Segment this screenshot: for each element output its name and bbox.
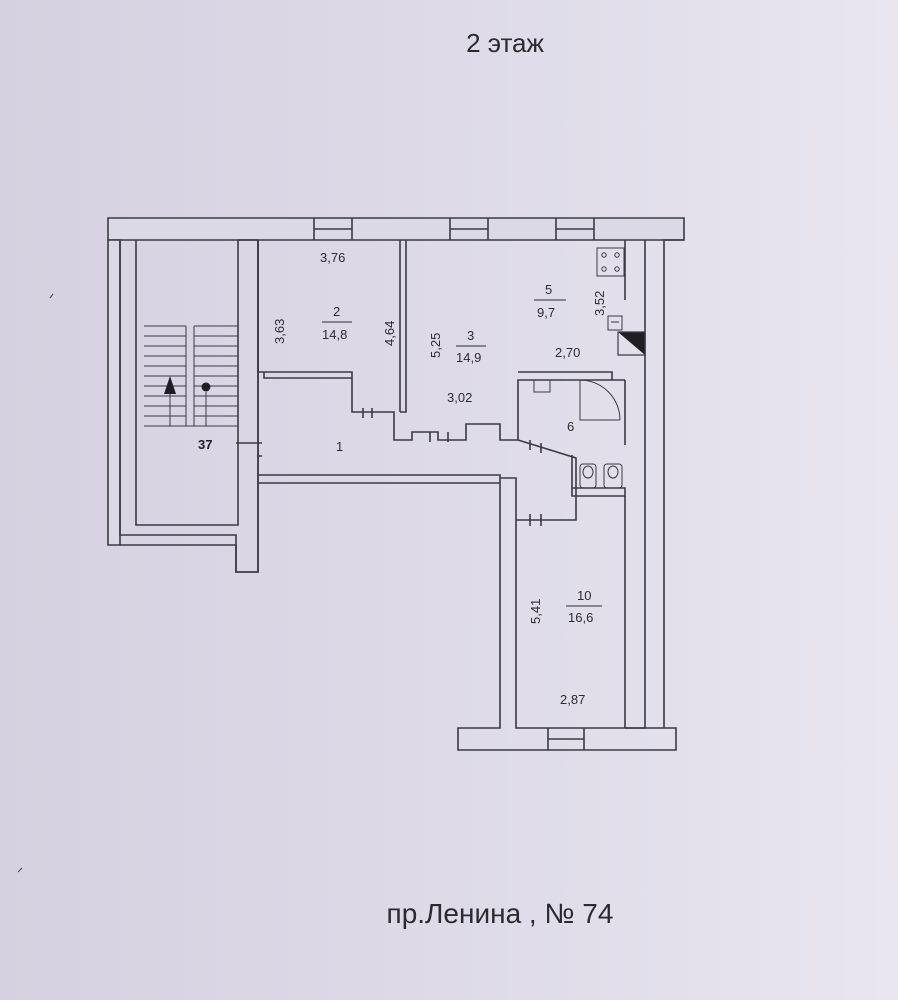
outer-wall-top: [107, 217, 685, 241]
dim-room2-left: 3,63: [272, 319, 287, 344]
room5-area: 9,7: [537, 305, 555, 320]
vent-shaft-icon: [618, 332, 645, 355]
stair-number: 37: [198, 437, 212, 452]
dim-room3-bottom: 3,02: [447, 390, 472, 405]
stove-icon: [596, 247, 625, 277]
room6-number: 6: [567, 419, 574, 434]
room2-area: 14,8: [322, 327, 347, 342]
windows: [313, 218, 595, 750]
outer-wall-left: [107, 239, 121, 546]
partition-r6-wc: [516, 439, 577, 521]
room5-number: 5: [545, 282, 552, 297]
dim-room10-bottom: 2,87: [560, 692, 585, 707]
dim-room2-right: 4,64: [382, 321, 397, 346]
sink-icon: [607, 315, 623, 331]
dim-room5-bottom: 2,70: [555, 345, 580, 360]
partition-r6: [518, 371, 626, 445]
stair-down-dot: [201, 382, 211, 392]
room10-area: 16,6: [568, 610, 593, 625]
stair-steps: [144, 325, 238, 427]
outer-wall-right: [624, 240, 646, 729]
dim-room2-width: 3,76: [320, 250, 345, 265]
door-ticks: [236, 408, 542, 526]
room3-number: 3: [467, 328, 474, 343]
stair-up-arrow: [164, 376, 176, 394]
floor-title: 2 этаж: [466, 28, 544, 58]
wing-walls: [258, 474, 677, 751]
dim-room10-left: 5,41: [528, 599, 543, 624]
room2-number: 2: [333, 304, 340, 319]
room10-number: 10: [577, 588, 591, 603]
hall-number: 1: [336, 439, 343, 454]
address-caption: пр.Ленина , № 74: [386, 898, 614, 929]
dim-room5-right: 3,52: [592, 291, 607, 316]
dim-room3-left: 5,25: [428, 333, 443, 358]
margin-mark: [17, 293, 54, 873]
room3-area: 14,9: [456, 350, 481, 365]
bathroom-fixtures: [533, 379, 623, 489]
partition-r2-r3: [257, 240, 625, 441]
